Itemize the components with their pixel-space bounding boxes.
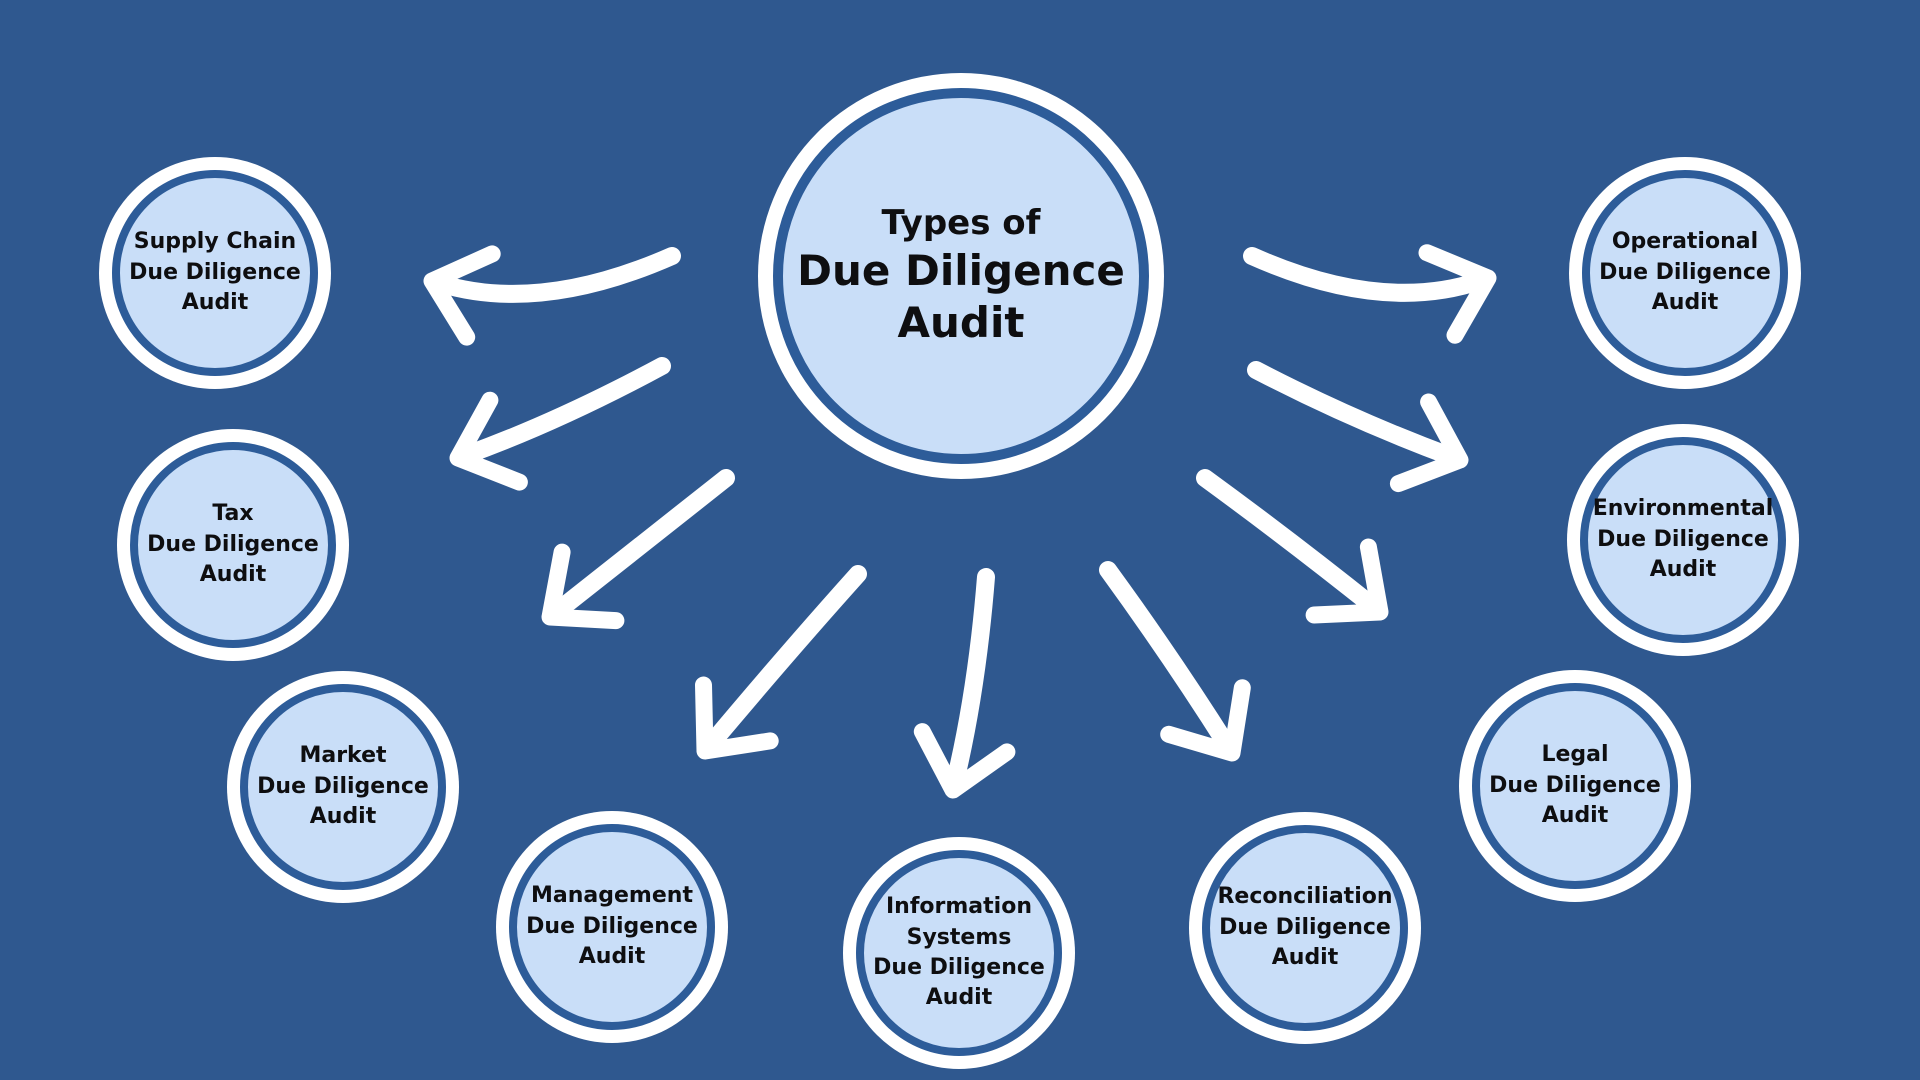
arrow-to-information-systems bbox=[913, 568, 1016, 799]
title-line-2: Due Diligence bbox=[797, 245, 1125, 295]
node-information-systems: Information Systems Due Diligence Audit bbox=[856, 850, 1062, 1056]
arrow-to-legal bbox=[1196, 469, 1389, 624]
arrow-to-supply-chain bbox=[423, 245, 681, 346]
node-tax: Tax Due Diligence Audit bbox=[130, 442, 336, 648]
node-operational: Operational Due Diligence Audit bbox=[1582, 170, 1788, 376]
arrow-to-environmental bbox=[1247, 361, 1469, 493]
node-supply-chain: Supply Chain Due Diligence Audit bbox=[112, 170, 318, 376]
node-reconciliation: Reconciliation Due Diligence Audit bbox=[1202, 825, 1408, 1031]
node-legal: Legal Due Diligence Audit bbox=[1472, 683, 1678, 889]
arrow-to-tax bbox=[449, 357, 671, 491]
arrow-to-market bbox=[541, 469, 735, 630]
center-node: Types of Due Diligence Audit bbox=[773, 88, 1149, 464]
arrow-to-management bbox=[695, 565, 867, 760]
arrow-to-operational bbox=[1243, 244, 1497, 344]
title-line-1: Types of bbox=[881, 203, 1041, 244]
node-market: Market Due Diligence Audit bbox=[240, 684, 446, 890]
arrow-to-reconciliation bbox=[1099, 561, 1251, 762]
node-environmental: Environmental Due Diligence Audit bbox=[1580, 437, 1786, 643]
node-management: Management Due Diligence Audit bbox=[509, 824, 715, 1030]
title-line-3: Audit bbox=[897, 298, 1025, 348]
